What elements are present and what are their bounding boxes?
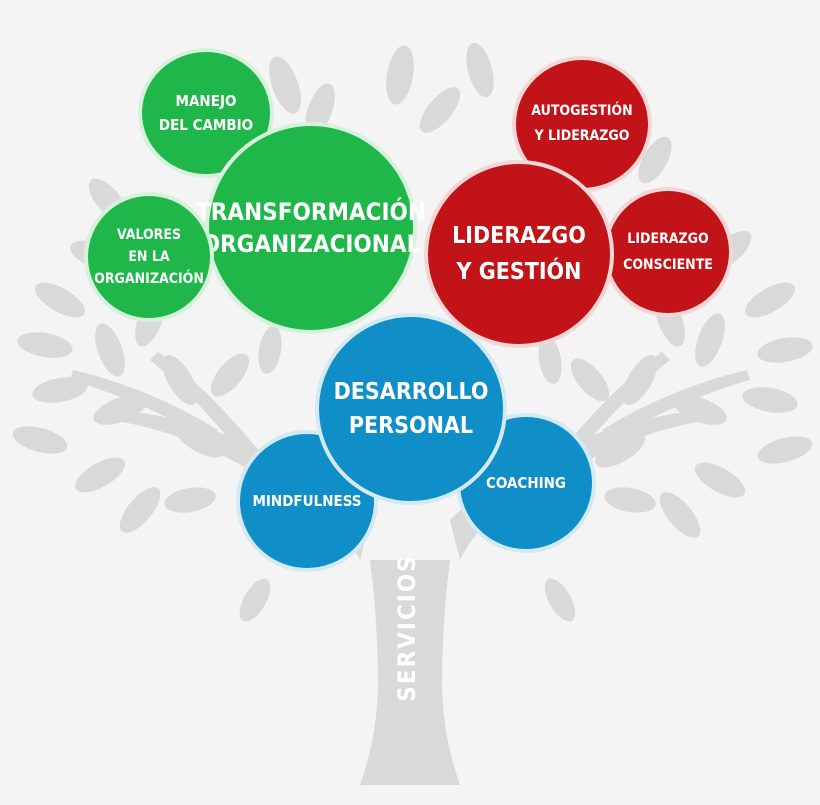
liderazgo-y-gestion-label: LIDERAZGO Y GESTIÓN <box>452 223 586 285</box>
servicios-trunk-label: SERVICIOS <box>393 554 421 702</box>
autogestion-y-liderazgo-label: AUTOGESTIÓN Y LIDERAZGO <box>531 103 633 144</box>
transformacion-organizacional-bubble[interactable]: TRANSFORMACIÓN ORGANIZACIONAL <box>196 122 426 334</box>
valores-en-la-organizacion-label: VALORES EN LA ORGANIZACIÓN <box>94 227 204 287</box>
tree-trunk <box>360 560 460 785</box>
tree-leaves <box>12 42 813 622</box>
desarrollo-personal-label: DESARROLLO PERSONAL <box>333 379 489 439</box>
liderazgo-consciente-label: LIDERAZGO CONSCIENTE <box>623 231 713 273</box>
mindfulness-label: MINDFULNESS <box>252 492 362 510</box>
coaching-label: COACHING <box>486 474 566 492</box>
manejo-del-cambio-label: MANEJO DEL CAMBIO <box>158 92 254 134</box>
transformacion-organizacional-label: TRANSFORMACIÓN ORGANIZACIONAL <box>196 198 426 258</box>
liderazgo-y-gestion-bubble[interactable]: LIDERAZGO Y GESTIÓN <box>424 160 614 348</box>
desarrollo-personal-bubble[interactable]: DESARROLLO PERSONAL <box>315 313 507 505</box>
liderazgo-consciente-bubble[interactable]: LIDERAZGO CONSCIENTE <box>603 187 733 317</box>
valores-en-la-organizacion-bubble[interactable]: VALORES EN LA ORGANIZACIÓN <box>84 192 214 322</box>
